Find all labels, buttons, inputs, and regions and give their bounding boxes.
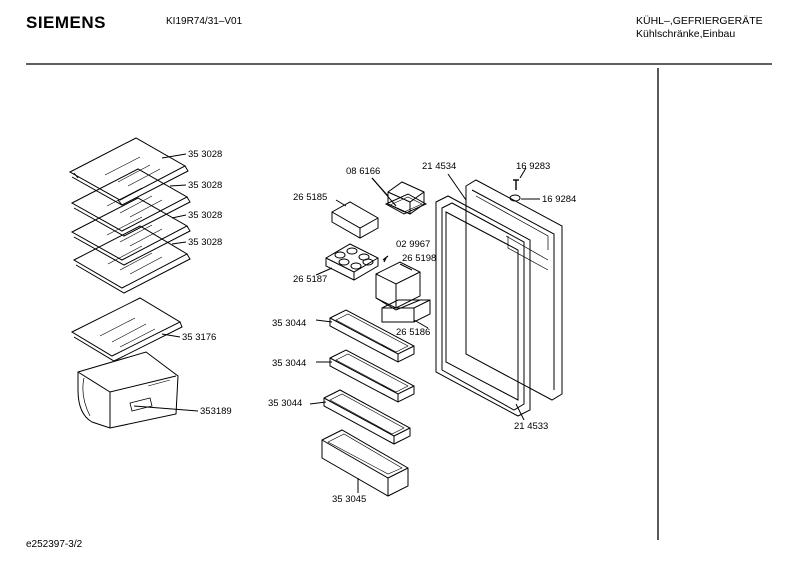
- category-title: KÜHL–,GEFRIERGERÄTE: [636, 15, 763, 27]
- door-seal: [435, 195, 531, 417]
- door-shelf-2: [329, 349, 415, 403]
- glass-shelf-lower: [70, 297, 183, 362]
- butter-lid: [384, 181, 428, 215]
- crisper-drawer: [77, 351, 179, 429]
- glass-shelf-4: [72, 225, 191, 294]
- glass-shelf-2: [70, 168, 191, 237]
- part-label-door-shelf-1: 35 3044: [272, 318, 307, 329]
- bottle-shelf: [321, 429, 409, 497]
- part-label-shelf-lower: 35 3176: [182, 332, 217, 343]
- part-label-shelf-3: 35 3028: [188, 210, 223, 221]
- model-number: KI19R74/31–V01: [166, 16, 243, 27]
- screw: [382, 255, 389, 263]
- door-shelf-3: [323, 389, 411, 445]
- butter-shelf: [381, 299, 431, 323]
- small-tray: [331, 201, 379, 239]
- door-shelf-1: [329, 309, 415, 363]
- part-label-shelf-2: 35 3028: [188, 180, 223, 191]
- door-liner: [465, 179, 563, 401]
- part-label-door-seal-top: 21 4534: [422, 161, 457, 172]
- part-label-small-tray: 26 5185: [293, 192, 328, 203]
- part-label-shelf-1: 35 3028: [188, 149, 223, 160]
- part-label-egg-tray: 26 5187: [293, 274, 328, 285]
- part-label-bottle-shelf: 35 3045: [332, 494, 367, 505]
- brand-logo: SIEMENS: [26, 13, 107, 32]
- part-label-shelf-4: 35 3028: [188, 237, 223, 248]
- butter-box: [375, 261, 421, 311]
- part-label-butter-shelf: 26 5186: [396, 327, 431, 338]
- part-label-door-shelf-2: 35 3044: [272, 358, 307, 369]
- part-label-hinge-bushing: 16 9284: [542, 194, 577, 205]
- document-id: e252397-3/2: [26, 539, 83, 550]
- part-label-crisper-drawer: 353189: [200, 406, 232, 417]
- part-label-door-shelf-3: 35 3044: [268, 398, 303, 409]
- category-subtitle: Kühlschränke,Einbau: [636, 28, 736, 40]
- glass-shelf-3: [70, 197, 191, 266]
- part-label-door-seal: 21 4533: [514, 421, 549, 432]
- glass-shelf-1: [68, 137, 189, 206]
- part-label-butter-box: 26 5198: [402, 253, 437, 264]
- hinge-pin: [513, 179, 519, 190]
- egg-tray: [325, 243, 379, 281]
- part-label-hinge-pin: 16 9283: [516, 161, 551, 172]
- part-label-screw: 02 9967: [396, 239, 431, 250]
- hinge-bushing: [509, 194, 521, 202]
- part-label-butter-lid: 08 6166: [346, 166, 381, 177]
